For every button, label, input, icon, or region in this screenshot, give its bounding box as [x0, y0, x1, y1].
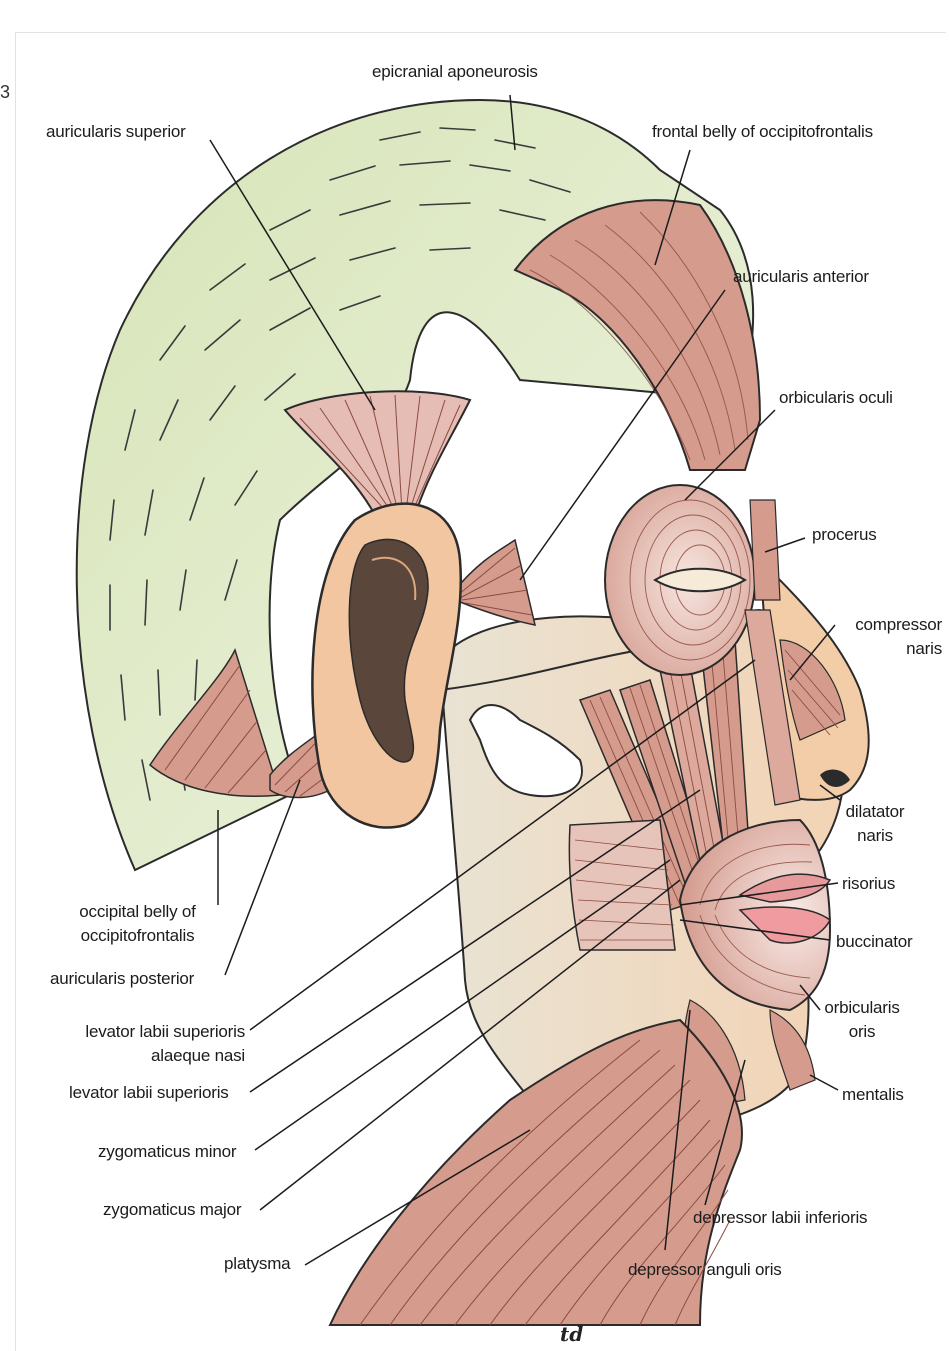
label-buccinator: buccinator [836, 930, 912, 954]
label-depressor-anguli-oris: depressor anguli oris [628, 1258, 782, 1282]
label-depressor-labii-inferioris: depressor labii inferioris [693, 1206, 867, 1230]
label-platysma: platysma [224, 1252, 290, 1276]
auricularis-anterior-muscle [455, 540, 535, 625]
label-zygomaticus-minor: zygomaticus minor [98, 1140, 236, 1164]
label-orbicularis-oris-line2: oris [812, 1020, 912, 1044]
label-dilatator-naris-line2: naris [835, 824, 915, 848]
artist-signature: td [560, 1322, 583, 1346]
label-frontal-belly: frontal belly of occipitofrontalis [652, 120, 873, 144]
label-orbicularis-oculi: orbicularis oculi [779, 386, 893, 410]
label-levator-labii-superioris: levator labii superioris [69, 1081, 229, 1105]
label-occipital-belly-line2: occipitofrontalis [55, 924, 220, 948]
label-compressor-naris-line1: compressor [830, 613, 942, 637]
label-epicranial-aponeurosis: epicranial aponeurosis [372, 60, 538, 84]
label-occipital-belly-line1: occipital belly of [55, 900, 220, 924]
label-dilatator-naris-line1: dilatator [835, 800, 915, 824]
label-compressor-naris-line2: naris [830, 637, 942, 661]
label-mentalis: mentalis [842, 1083, 904, 1107]
label-levator-alaeque-line1: levator labii superioris [40, 1020, 245, 1044]
label-orbicularis-oris-line1: orbicularis [812, 996, 912, 1020]
edge-mark: 3 [0, 82, 10, 103]
label-auricularis-posterior: auricularis posterior [50, 967, 194, 991]
label-risorius: risorius [842, 872, 895, 896]
label-levator-alaeque-line2: alaeque nasi [40, 1044, 245, 1068]
label-procerus: procerus [812, 523, 877, 547]
procerus-muscle [750, 500, 780, 600]
label-auricularis-superior: auricularis superior [46, 120, 186, 144]
label-zygomaticus-major: zygomaticus major [103, 1198, 241, 1222]
label-auricularis-anterior: auricularis anterior [733, 265, 869, 289]
